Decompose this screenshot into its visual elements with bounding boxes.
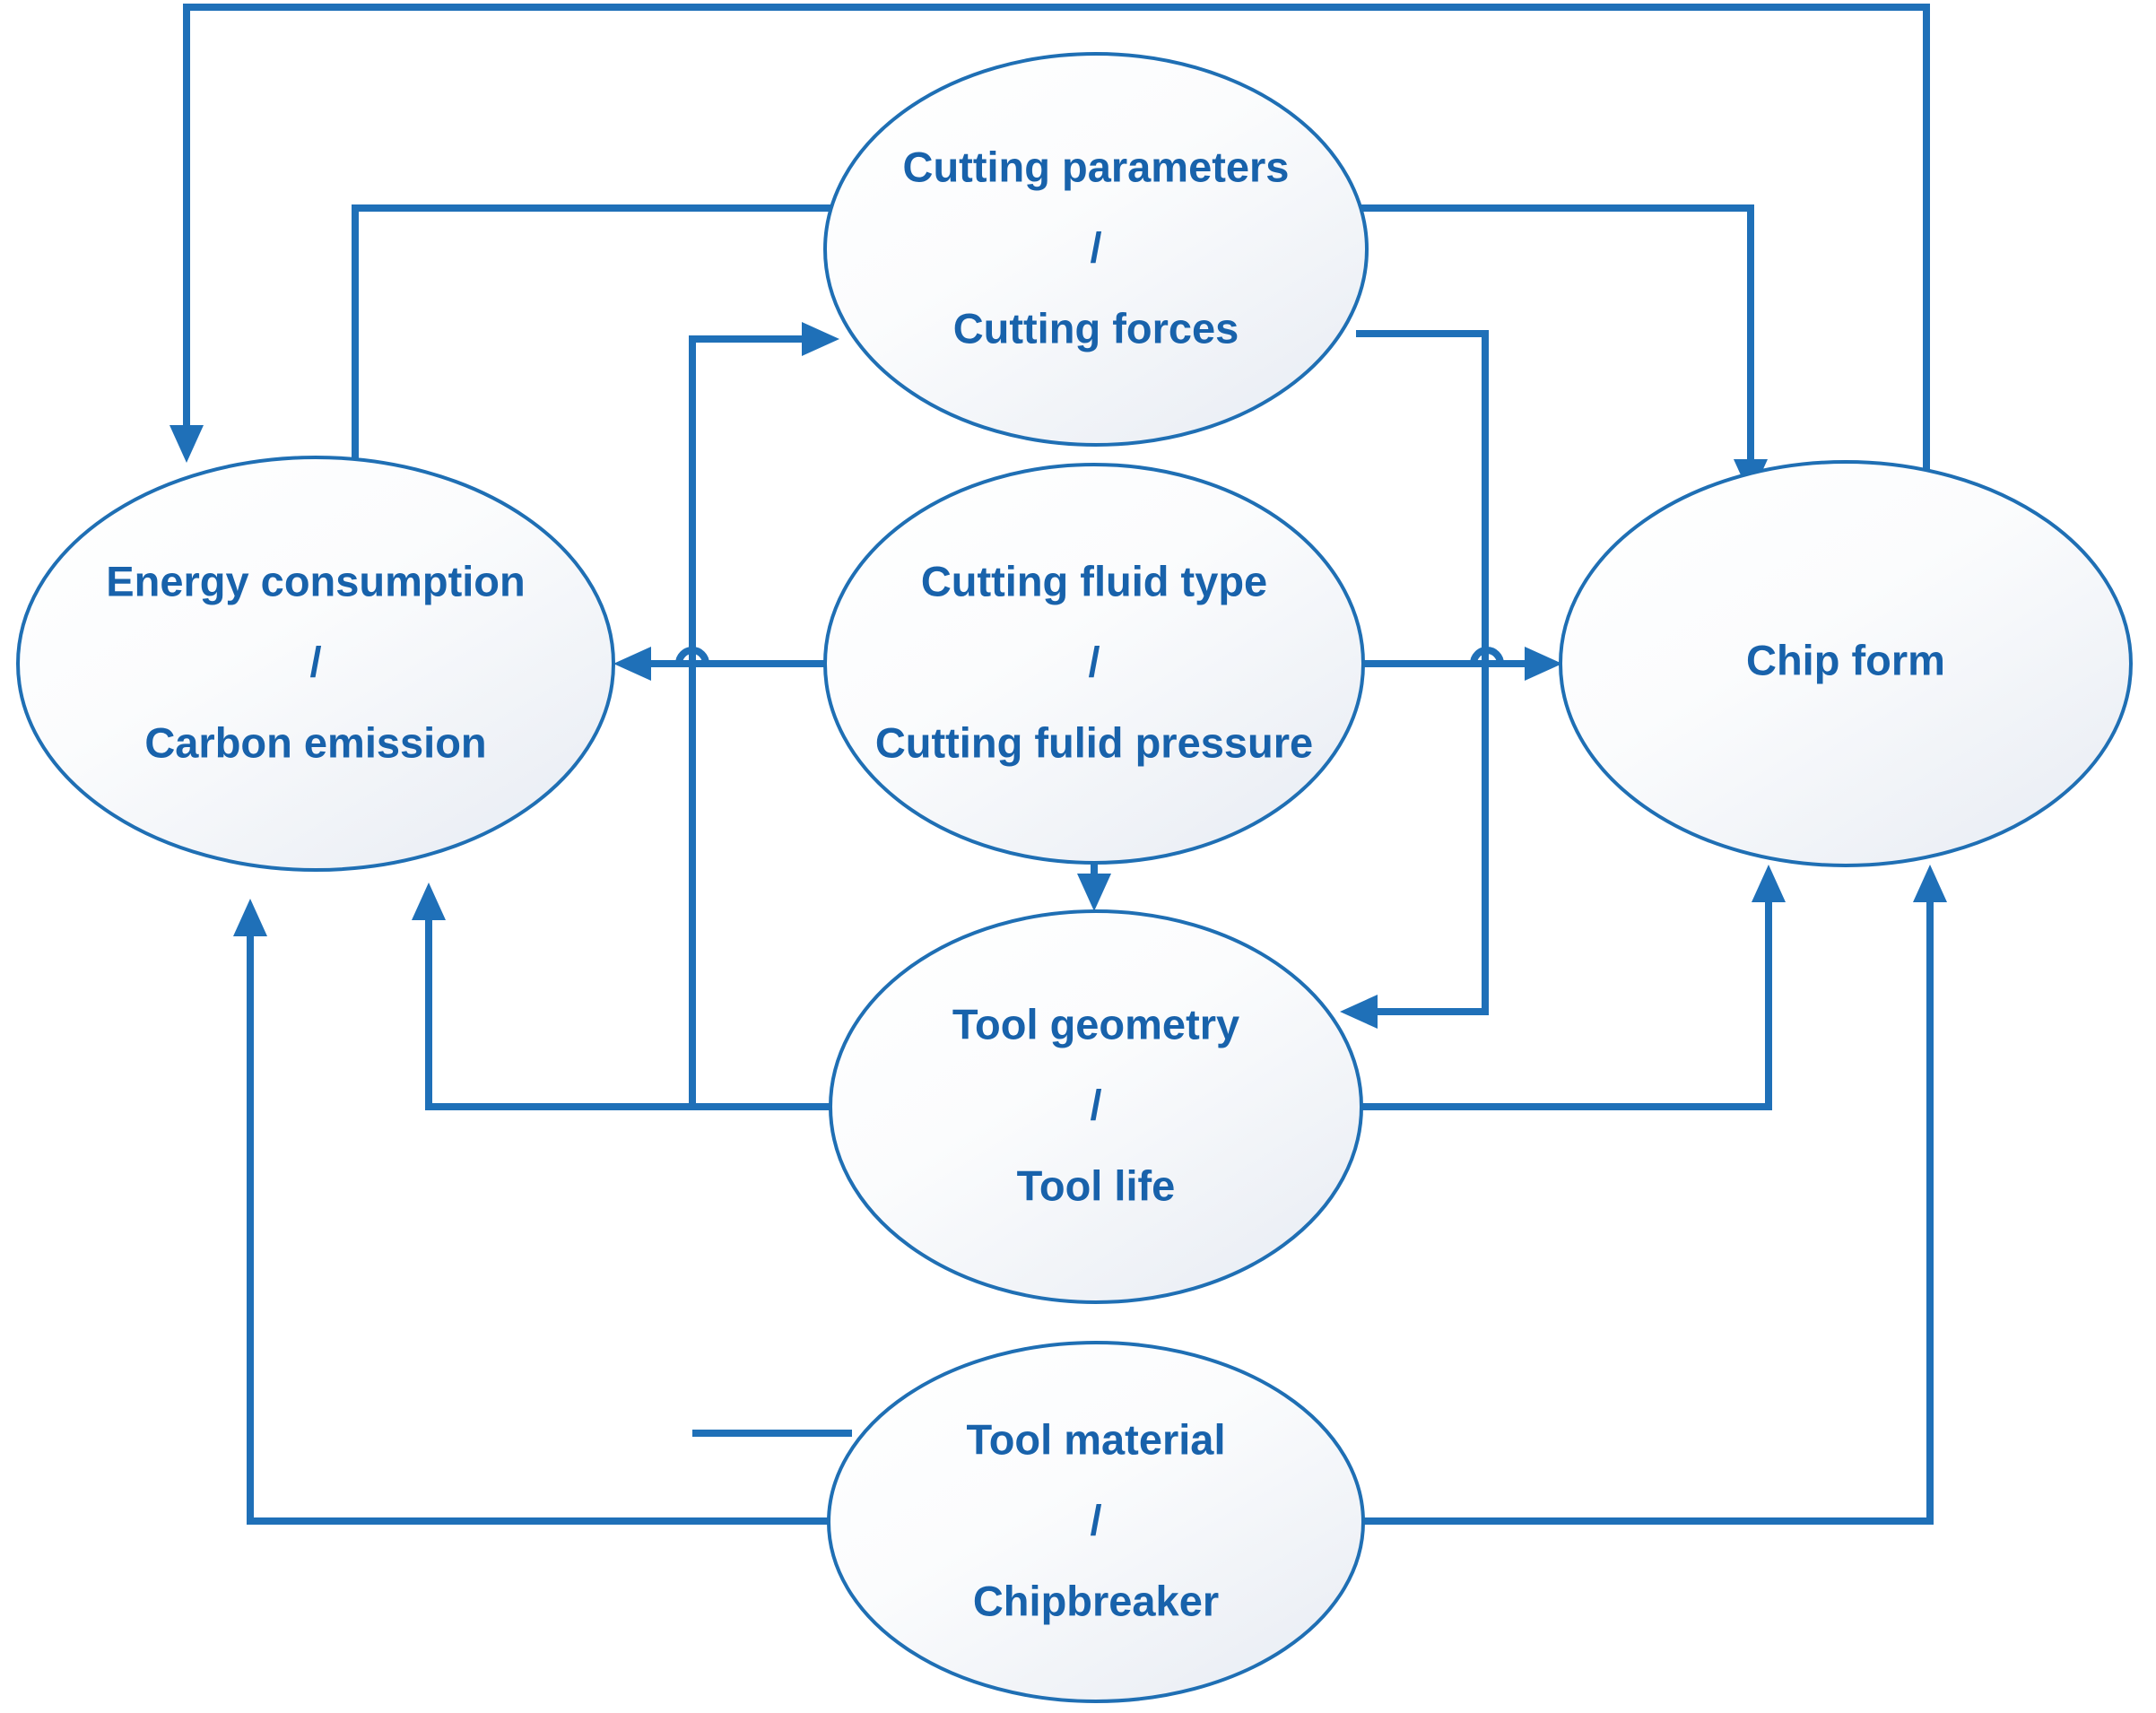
edge-cutting-parameters-to-chip-form	[1356, 204, 1768, 497]
edge-path	[689, 335, 830, 1110]
node-label-line1: Tool material	[966, 1415, 1225, 1463]
edge-path	[352, 204, 836, 497]
node-label-line2: Cutting forces	[953, 304, 1239, 352]
edge-path	[1354, 330, 1489, 1015]
edge-tool-geometry-to-chip-form	[1361, 865, 1786, 1110]
node-label-line1: Energy consumption	[106, 557, 525, 604]
arrowhead	[1525, 647, 1562, 681]
edge-tool-geometry-to-energy-consumption	[412, 883, 830, 1110]
node-shape[interactable]	[823, 52, 1369, 447]
tool-material-node[interactable]: Tool material / Chipbreaker	[827, 1341, 1365, 1703]
arrowhead	[802, 322, 839, 356]
node-label-line2: Chipbreaker	[973, 1577, 1219, 1624]
node-label-line2: Cutting fulid pressure	[875, 718, 1313, 766]
arrowhead	[1913, 865, 1947, 902]
node-label-line1: Cutting fluid type	[921, 557, 1267, 604]
edge-cutting-fluid-to-tool-geometry	[1077, 863, 1111, 911]
edge-cutting-fluid-to-chip-form	[1361, 647, 1562, 681]
edge-cutting-parameters-to-tool-geometry	[1340, 330, 1489, 1029]
edge-tool-material-to-chip-form	[1361, 865, 1947, 1525]
node-label-separator: /	[309, 638, 321, 685]
tool-geometry-node[interactable]: Tool geometry / Tool life	[829, 909, 1363, 1304]
edge-path	[425, 897, 830, 1110]
node-shape[interactable]	[823, 463, 1365, 865]
edge-path	[1356, 204, 1754, 483]
edge-tool-geometry-to-cutting-parameters	[689, 322, 839, 1110]
line-jump	[675, 647, 709, 665]
node-label-line1: Cutting parameters	[903, 143, 1290, 190]
arrowhead	[170, 425, 204, 463]
arrowhead	[412, 883, 446, 920]
node-label-separator: /	[1090, 1081, 1101, 1128]
node-label-line1: Tool geometry	[952, 1000, 1239, 1048]
edge-path	[183, 4, 1930, 664]
edge-path	[247, 913, 832, 1525]
edge-chip-form-to-energy-consumption	[170, 4, 1930, 664]
node-label-line2: Tool life	[1017, 1161, 1176, 1209]
node-label-line2: Carbon emission	[144, 718, 486, 766]
edge-tool-material-to-energy-consumption	[233, 899, 832, 1525]
arrowhead	[1752, 865, 1786, 902]
node-shape[interactable]	[16, 456, 615, 872]
edge-cutting-fluid-to-energy-consumption	[613, 647, 825, 681]
arrowhead	[233, 899, 267, 936]
node-layer: Cutting parameters / Cutting forcesEnergy …	[16, 52, 2133, 1703]
cutting-parameters-node[interactable]: Cutting parameters / Cutting forces	[823, 52, 1369, 447]
chip-form-node[interactable]: Chip form	[1559, 460, 2133, 867]
node-label-separator: /	[1088, 638, 1100, 685]
node-shape[interactable]	[1559, 460, 2133, 867]
edge-cutting-parameters-to-energy-consumption	[338, 204, 836, 511]
edge-path	[1361, 879, 1934, 1525]
arrowhead	[1340, 995, 1378, 1029]
cutting-fluid-node[interactable]: Cutting fluid type / Cutting fulid pressur…	[823, 463, 1365, 865]
energy-consumption-node[interactable]: Energy consumption / Carbon emission	[16, 456, 615, 872]
node-shape[interactable]	[827, 1341, 1365, 1703]
arrowhead	[1077, 874, 1111, 911]
node-label-separator: /	[1090, 1496, 1101, 1543]
node-shape[interactable]	[829, 909, 1363, 1304]
node-label-separator: /	[1090, 223, 1101, 271]
arrowhead	[613, 647, 651, 681]
node-label-line1: Chip form	[1746, 636, 1945, 683]
edge-path	[1361, 879, 1772, 1110]
